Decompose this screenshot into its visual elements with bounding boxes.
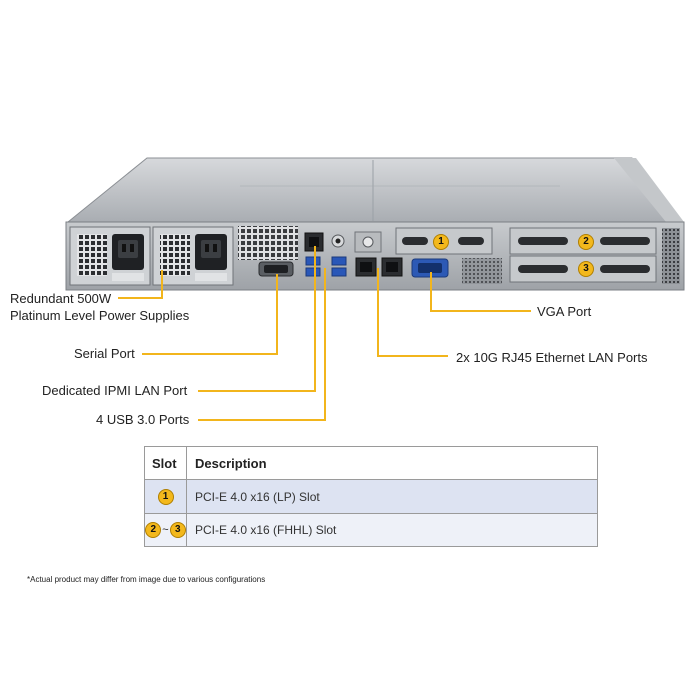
slot-2-badge: 2: [578, 234, 594, 250]
footnote: *Actual product may differ from image du…: [27, 575, 266, 584]
psu-callout-line-1: Redundant 500W: [10, 291, 112, 306]
leader-lines: [118, 246, 531, 421]
description-column-header: Description: [186, 446, 598, 480]
description-cell: PCI-E 4.0 x16 (LP) Slot: [186, 479, 598, 514]
slot-description-table: Slot Description 1 PCI-E 4.0 x16 (LP) Sl…: [144, 446, 598, 547]
psu-leader-line: [118, 270, 163, 299]
table-header-row: Slot Description: [144, 446, 598, 480]
usb-ports: [305, 256, 347, 277]
power-supply-2: [152, 226, 234, 286]
serial-leader-line: [142, 274, 278, 355]
psu-callout-line-2: Platinum Level Power Supplies: [10, 308, 190, 323]
usb-callout: 4 USB 3.0 Ports: [96, 412, 190, 427]
slot-number-badge: 2: [145, 522, 162, 538]
table-row: 2~3 PCI-E 4.0 x16 (FHHL) Slot: [144, 513, 598, 547]
slot-1-badge: 1: [433, 234, 449, 250]
power-supply-1: [69, 226, 151, 286]
slot-number-badge: 3: [169, 522, 186, 538]
slot-cell: 1: [144, 479, 187, 514]
lan-ports: [355, 257, 403, 277]
lan-leader-line: [377, 268, 448, 357]
slot-column-header: Slot: [144, 446, 187, 480]
table-row: 1 PCI-E 4.0 x16 (LP) Slot: [144, 479, 598, 514]
description-cell: PCI-E 4.0 x16 (FHHL) Slot: [186, 513, 598, 547]
vga-port: [411, 258, 449, 278]
ipmi-lan-port: [304, 232, 324, 252]
lan-callout: 2x 10G RJ45 Ethernet LAN Ports: [456, 350, 648, 365]
usb-leader-line: [198, 268, 326, 421]
chassis-top: [66, 157, 681, 223]
vga-callout: VGA Port: [537, 304, 592, 319]
vga-leader-line: [430, 272, 531, 312]
range-separator: ~: [162, 524, 169, 536]
slot-number-badge: 1: [157, 488, 174, 505]
slot-cell: 2~3: [144, 513, 187, 547]
serial-port: [258, 261, 294, 277]
ipmi-callout: Dedicated IPMI LAN Port: [42, 383, 188, 398]
slot-3-badge: 3: [578, 261, 594, 277]
ipmi-leader-line: [198, 246, 316, 392]
serial-port-callout: Serial Port: [74, 346, 135, 361]
